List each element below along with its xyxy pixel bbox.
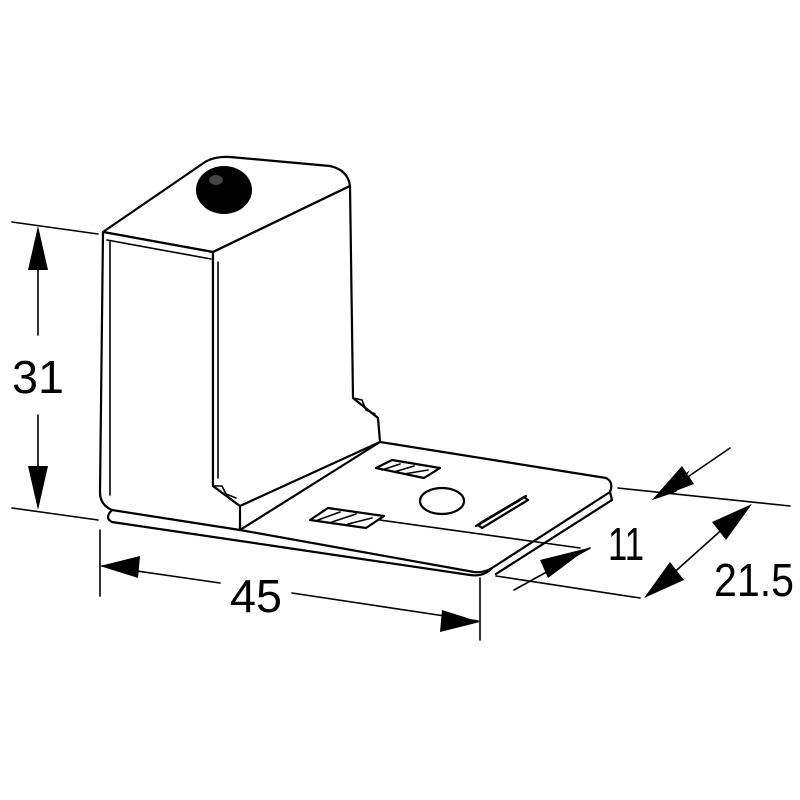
arrow-width-right	[440, 610, 480, 632]
knob	[196, 166, 252, 214]
arrow-offset-top-fill	[652, 466, 694, 500]
dimension-label-height: 31	[12, 351, 64, 403]
connector-body	[98, 155, 382, 532]
arrow-depth-top	[712, 504, 752, 540]
round-hole	[418, 486, 466, 516]
contact-pad-upper	[374, 458, 442, 480]
dimension-label-offset: 11	[608, 518, 644, 570]
arrow-width-left	[100, 556, 140, 578]
arrow-depth-bottom	[644, 562, 684, 598]
dimension-slot-offset: 11	[379, 447, 791, 591]
dimension-depth: 21.5	[495, 504, 794, 606]
dimension-width: 45	[99, 529, 481, 641]
body-side-face	[211, 184, 382, 508]
dimension-label-depth: 21.5	[714, 554, 794, 606]
arrow-height-top	[28, 226, 48, 270]
knob-dome	[196, 166, 252, 214]
arrow-offset-bottom	[540, 548, 588, 578]
dimension-label-width: 45	[230, 570, 282, 622]
contact-pad-lower	[308, 506, 386, 530]
dimension-height: 31	[11, 221, 99, 521]
arrow-height-bottom	[28, 466, 48, 510]
